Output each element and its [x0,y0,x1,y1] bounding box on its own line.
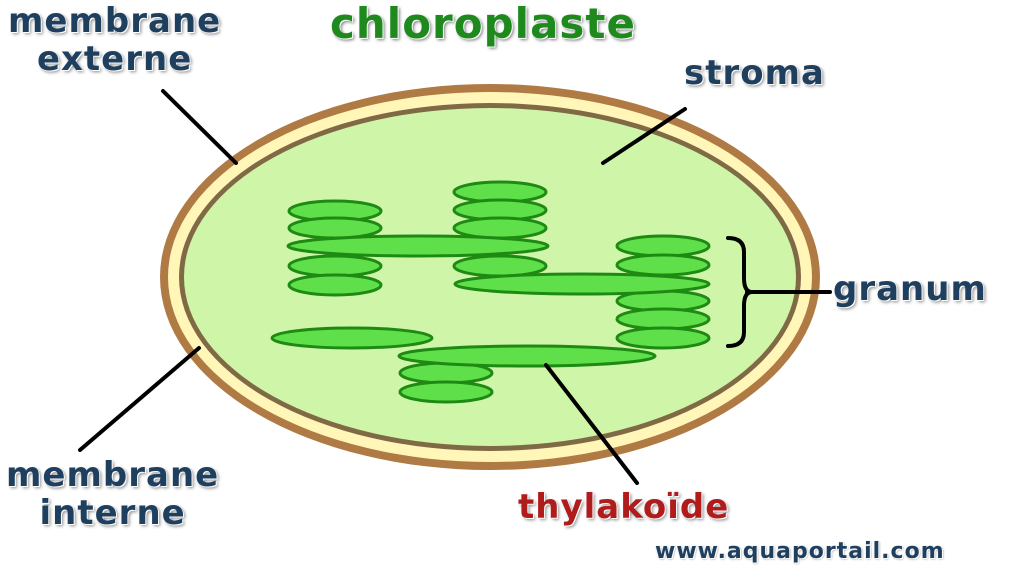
thylakoid-disc [287,273,383,297]
label-membrane-externe-line2: externe [36,39,193,79]
label-granum: granum [833,269,987,309]
thylakoid-disc [615,326,711,350]
diagram-title: chloroplaste [330,0,636,48]
pointer-membrane-interne [78,346,201,452]
label-membrane-interne-line2: interne [39,493,186,533]
thylakoid-disc [615,307,711,331]
thylakoid-disc [287,254,383,278]
thylakoid-disc [452,216,548,240]
stroma-lamella [286,234,550,258]
granum-bracket [726,236,753,348]
pointer-stroma [601,107,687,165]
thylakoid-disc [615,253,711,277]
label-membrane-externe: membrane externe [8,4,221,76]
label-pointers [78,89,832,485]
stroma-lamella [453,272,711,296]
watermark-url: www.aquaportail.com [655,539,945,564]
stroma-lamella [397,344,657,368]
label-membrane-interne-line1: membrane [6,455,220,495]
label-thylakoide: thylakoïde [518,487,730,527]
thylakoid-disc [287,216,383,240]
label-stroma: stroma [684,53,825,93]
pointer-membrane-externe [161,89,238,165]
pointer-thylakoide [544,363,639,485]
label-membrane-externe-line1: membrane [8,1,222,41]
thylakoid-disc [615,234,711,258]
thylakoid-membranes [270,180,711,404]
thylakoid-disc [398,380,494,404]
label-membrane-interne: membrane interne [6,458,219,530]
stroma-lamella [270,326,434,350]
thylakoid-disc [452,254,548,278]
